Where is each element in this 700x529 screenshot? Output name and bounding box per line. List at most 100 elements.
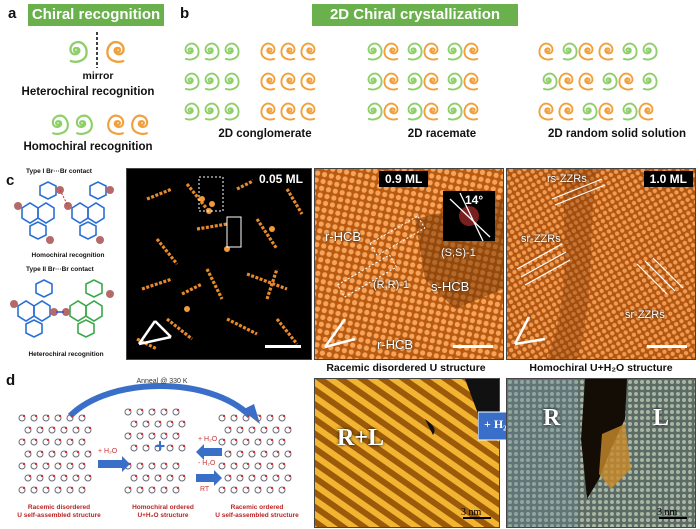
atom-dot (22, 414, 26, 418)
molecule-node (48, 450, 56, 458)
molecule-node (30, 462, 38, 470)
atom-dot (222, 438, 226, 442)
caption-racemate: 2D racemate (407, 128, 477, 140)
atom-dot (276, 426, 280, 430)
rt-label: RT (200, 486, 210, 493)
molecule-node (242, 486, 250, 494)
coverage-label: 0.9 ML (379, 171, 429, 187)
molecular-island (199, 196, 205, 202)
molecule-node (266, 486, 274, 494)
molecule-node (218, 414, 226, 422)
stm-image-005ml: 0.05 ML (126, 168, 312, 360)
molecule-node (54, 462, 62, 470)
atom-dot (28, 474, 32, 478)
molecular-island (269, 226, 275, 232)
molecule-node (54, 438, 62, 446)
green-spiral-icon (224, 42, 240, 61)
molecule-node (248, 426, 256, 434)
atom-dot (58, 486, 62, 490)
molecule-node (148, 462, 156, 470)
green-spiral-icon (224, 72, 240, 91)
molecular-island (255, 218, 279, 250)
molecule-node (242, 438, 250, 446)
molecule-node (48, 474, 56, 482)
molecule-node (248, 474, 256, 482)
atom-dot (140, 408, 144, 412)
molecule-node (142, 474, 150, 482)
green-spiral-icon (224, 102, 240, 121)
atom-dot (88, 450, 92, 454)
crystallization-spiral-grids (184, 42, 658, 121)
molecule-node (72, 450, 80, 458)
atom-dot (270, 438, 274, 442)
atom-dot (140, 486, 144, 490)
molecular-island (184, 306, 190, 312)
molecule-node (60, 450, 68, 458)
molecule-node (242, 462, 250, 470)
atom-dot (182, 420, 186, 424)
panel-a-letter: a (8, 5, 17, 22)
orange-spiral-icon (598, 42, 614, 61)
molecule-node (18, 462, 26, 470)
molecular-island (185, 183, 209, 210)
atom-dot (282, 414, 286, 418)
atom-dot (158, 474, 162, 478)
molecule-node (130, 420, 138, 428)
molecule-node (224, 426, 232, 434)
caption-line-1: Racemic ordered (230, 504, 284, 511)
green-spiral-icon (184, 102, 200, 121)
atom-dot (46, 414, 50, 418)
molecule-node (136, 432, 144, 440)
atom-dot (134, 444, 138, 448)
atom-dot (64, 426, 68, 430)
orange-spiral-icon (106, 40, 125, 63)
r-label: R (543, 405, 561, 431)
molecular-island (181, 282, 203, 296)
molecule-node (254, 414, 262, 422)
atom-dot (28, 450, 32, 454)
atom-dot (258, 438, 262, 442)
molecule-node (218, 486, 226, 494)
orange-spiral-icon (558, 72, 574, 91)
molecular-island (275, 318, 299, 345)
atom-dot (176, 432, 180, 436)
atom-dot (46, 438, 50, 442)
atom-dot (70, 438, 74, 442)
atom-dot (52, 450, 56, 454)
atom-dot (88, 426, 92, 430)
molecule-node (84, 450, 92, 458)
molecule-node (148, 486, 156, 494)
atom-dot (288, 450, 292, 454)
atom-dot (276, 450, 280, 454)
atom-dot (288, 474, 292, 478)
atom-dot (70, 462, 74, 466)
panel-a-banner: Chiral recognition (28, 4, 164, 26)
molecule-node (78, 486, 86, 494)
atom-dot (234, 486, 238, 490)
atom-dot (164, 486, 168, 490)
atom-dot (176, 408, 180, 412)
green-spiral-icon (582, 102, 598, 121)
orange-spiral-icon (598, 102, 614, 121)
rs-zzrs-label: rs-ZZRs (547, 173, 587, 185)
atom-dot (64, 474, 68, 478)
green-spiral-icon (407, 42, 423, 61)
atom-dot (146, 420, 150, 424)
green-spiral-icon (447, 72, 463, 91)
panel-d-letter: d (6, 372, 16, 389)
molecule-node (278, 414, 286, 422)
molecule-node (218, 462, 226, 470)
molecule-node (230, 414, 238, 422)
atom-dot (222, 486, 226, 490)
molecule-node (42, 414, 50, 422)
atom-dot (58, 438, 62, 442)
orange-spiral-icon (538, 42, 554, 61)
atom-dot (164, 432, 168, 436)
atom-dot (270, 462, 274, 466)
atom-dot (234, 414, 238, 418)
type1-label: Type I Br···Br contact (26, 168, 92, 175)
atom-dot (222, 462, 226, 466)
atom-dot (240, 426, 244, 430)
atom-dot (276, 474, 280, 478)
atom-dot (288, 426, 292, 430)
